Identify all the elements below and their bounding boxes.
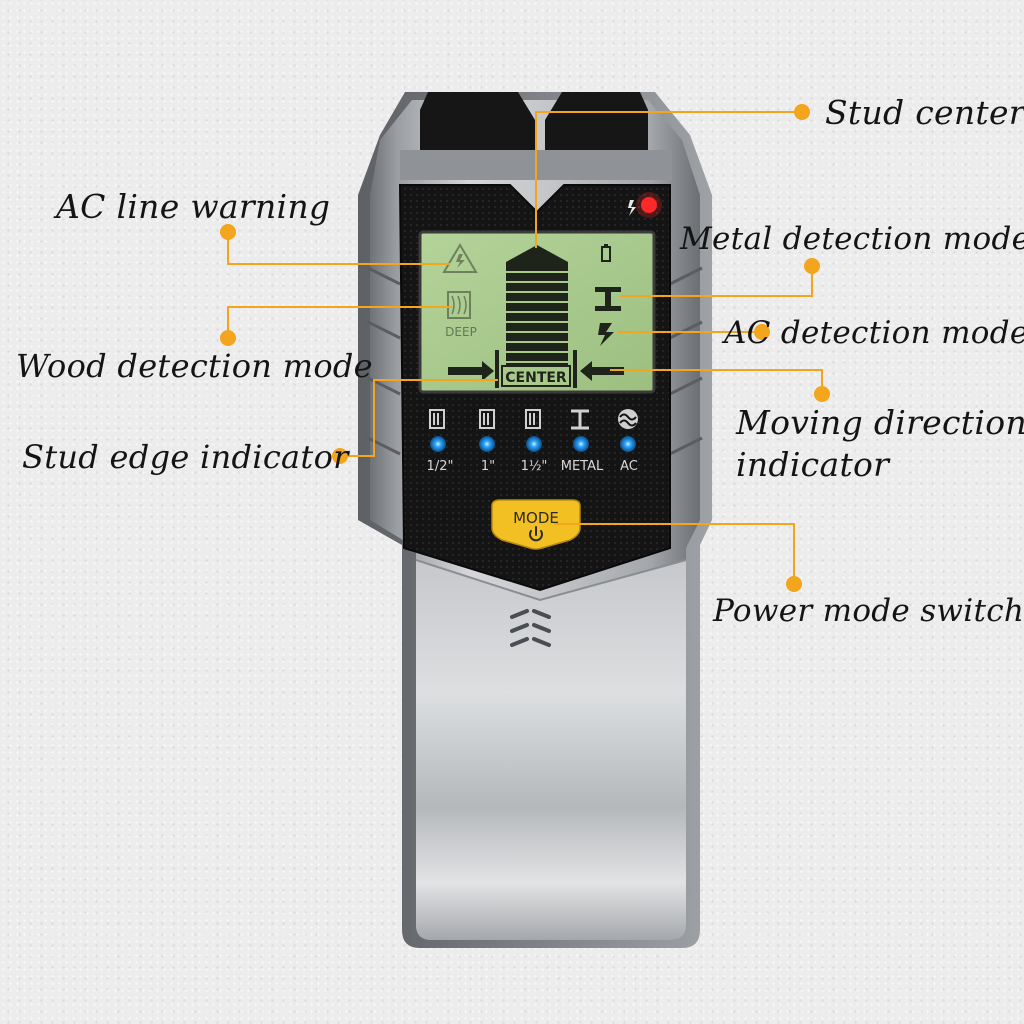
led-one-inch [479,436,495,452]
led-ac [620,436,636,452]
indicator-label-metal: METAL [561,459,604,474]
move-left-arrow-icon [580,361,624,381]
mode-button-label: MODE [513,509,559,527]
mode-button[interactable]: MODE [491,499,581,550]
wood-half-inch-icon [429,409,445,429]
center-label-box [501,365,571,387]
indicator-leds [430,436,636,452]
move-right-arrow-icon [448,361,494,381]
top-sensor-right [545,92,648,150]
callout-moving-direction-line2: indicator [736,445,890,484]
wood-one-inch-icon [479,409,495,429]
ac-line-warning-triangle-icon [442,243,478,273]
callout-moving-direction-line1: Moving direction [736,403,1024,442]
ac-wave-icon [618,409,638,429]
deep-label: DEEP [445,325,477,339]
indicator-label-one-half-inch: 1½" [521,459,548,474]
indicator-label-half-inch: 1/2" [427,459,454,474]
callout-stud-center: Stud center [825,93,1024,132]
ac-detection-bolt-icon [598,323,614,346]
wood-one-half-inch-icon [525,409,541,429]
speaker-grille [510,609,551,647]
metal-i-beam-icon [595,287,621,311]
callout-wood-detection-mode: Wood detection mode [16,347,373,385]
warning-led [641,197,657,213]
callout-stud-edge-indicator: Stud edge indicator [22,438,349,476]
indicator-label-ac: AC [620,459,638,474]
indicator-icons [429,409,638,430]
wood-deep-icon [447,291,471,319]
callout-dots [220,104,830,592]
led-metal [573,436,589,452]
indicator-label-one-inch: 1" [481,459,495,474]
power-icon [529,526,543,542]
led-half-inch [430,436,446,452]
center-label: CENTER [505,370,567,386]
top-sensor-left [420,92,535,150]
callout-lines [227,111,823,582]
led-one-half-inch [526,436,542,452]
device-lower-body [416,560,686,940]
metal-beam-icon [571,409,589,430]
callout-ac-line-warning: AC line warning [56,187,331,226]
stud-center-bargraph [506,245,568,380]
callout-power-mode-switch: Power mode switch [713,593,1024,629]
callout-ac-detection-mode: AC detection mode [724,315,1024,351]
callout-metal-detection-mode: Metal detection mode [680,221,1024,257]
ac-warning-bolt-icon [628,200,636,216]
